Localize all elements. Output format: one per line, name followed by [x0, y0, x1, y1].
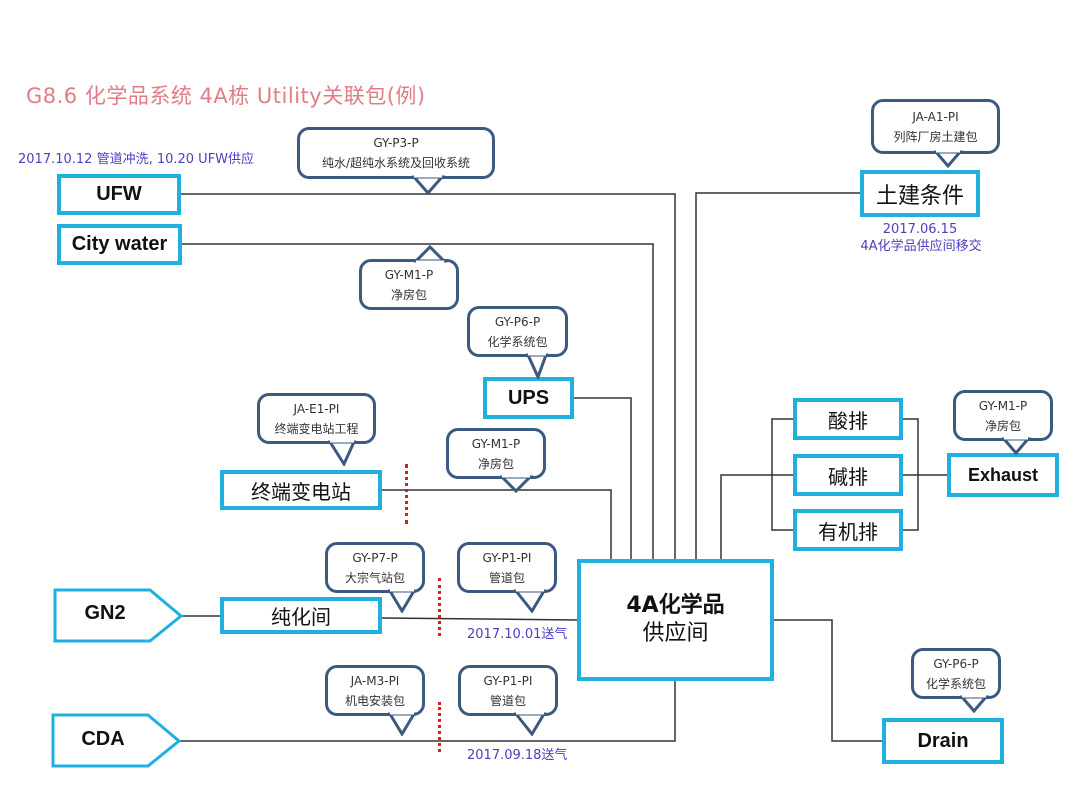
node-4a-chemical-supply-room[interactable]: 4A化学品 供应间: [577, 559, 774, 681]
wire-alkali: [720, 474, 793, 560]
node-civil-conditions[interactable]: 土建条件: [860, 170, 980, 217]
callout-code: GY-P7-P: [352, 550, 398, 565]
boundary-marker-substation: [405, 464, 408, 524]
callout-pointer: [1002, 437, 1032, 455]
callout-gy-m1-p-exhaust: GY-M1-P 净房包: [953, 390, 1053, 441]
wire-substation: [382, 489, 612, 560]
gn2-supply-note: 2017.10.01送气: [467, 627, 568, 642]
node-acid-exhaust[interactable]: 酸排: [793, 398, 903, 440]
boundary-marker-cda: [438, 702, 441, 752]
callout-gy-p6-p-drain: GY-P6-P 化学系统包: [911, 648, 1001, 699]
wire-city-water: [182, 243, 654, 560]
callout-desc: 大宗气站包: [344, 570, 405, 585]
callout-gy-m1-p-top: GY-M1-P 净房包: [359, 259, 459, 310]
wire-civil: [695, 192, 860, 560]
callout-pointer: [388, 712, 417, 736]
node-substation-label: 终端变电站: [251, 479, 351, 504]
node-organic-exhaust-label: 有机排: [818, 519, 878, 544]
node-city-water[interactable]: City water: [57, 224, 182, 265]
callout-desc: 终端变电站工程: [274, 421, 359, 436]
callout-ja-a1-pi: JA-A1-PI 列阵厂房土建包: [871, 99, 1000, 154]
main-node-line1: 4A化学品: [626, 593, 725, 618]
node-organic-exhaust[interactable]: 有机排: [793, 509, 903, 551]
callout-code: GY-P6-P: [933, 656, 979, 671]
callout-desc: 机电安装包: [344, 693, 405, 708]
callout-code: JA-E1-PI: [293, 401, 340, 416]
callout-gy-p1-pi-cda: GY-P1-PI 管道包: [458, 665, 558, 716]
cda-supply-note: 2017.09.18送气: [467, 748, 568, 763]
callout-desc: 净房包: [477, 456, 514, 471]
callout-code: GY-P1-PI: [482, 550, 532, 565]
callout-desc: 净房包: [390, 287, 427, 302]
callout-pointer: [960, 695, 990, 713]
node-drain-label: Drain: [917, 729, 969, 752]
callout-code: GY-P6-P: [494, 314, 541, 329]
node-civil-label: 土建条件: [875, 183, 964, 209]
node-alkali-exhaust[interactable]: 碱排: [793, 454, 903, 496]
node-gn2-label: GN2: [84, 602, 126, 624]
callout-pointer: [514, 589, 547, 613]
callout-code: GY-P3-P: [373, 136, 419, 150]
node-ufw[interactable]: UFW: [57, 174, 181, 215]
callout-code: GY-M1-P: [471, 436, 521, 451]
callout-code: JA-A1-PI: [912, 109, 959, 124]
callout-pointer: [514, 712, 547, 736]
callout-code: GY-M1-P: [978, 398, 1028, 413]
node-cda[interactable]: [51, 713, 186, 769]
callout-gy-p3-p: GY-P3-P 纯水/超纯水系统及回收系统: [297, 127, 495, 179]
node-purification-label: 纯化间: [271, 605, 331, 629]
node-purification-room[interactable]: 纯化间: [220, 597, 382, 634]
callout-desc: 化学系统包: [487, 334, 548, 349]
node-exhaust-label: Exhaust: [967, 464, 1039, 485]
node-acid-exhaust-label: 酸排: [828, 408, 868, 433]
callout-pointer: [328, 440, 357, 466]
callout-pointer: [526, 353, 549, 379]
civil-date-note: 2017.06.15: [882, 222, 958, 237]
callout-gy-m1-p-mid: GY-M1-P 净房包: [446, 428, 546, 479]
boundary-marker-gn2: [438, 578, 441, 636]
callout-desc: 管道包: [489, 693, 526, 708]
node-alkali-exhaust-label: 碱排: [828, 464, 868, 489]
wire-ups: [574, 397, 632, 560]
page-title: G8.6 化学品系统 4A栋 Utility关联包(例): [26, 84, 426, 108]
callout-desc: 列阵厂房土建包: [893, 129, 978, 144]
callout-pointer: [500, 475, 534, 493]
callout-gy-p7-p: GY-P7-P 大宗气站包: [325, 542, 425, 593]
wire-purification: [381, 617, 579, 621]
callout-pointer: [934, 150, 964, 169]
node-gn2[interactable]: [53, 588, 188, 644]
callout-code: GY-M1-P: [384, 267, 434, 282]
wire-drain: [773, 619, 883, 742]
callout-desc: 管道包: [488, 570, 525, 585]
callout-code: JA-M3-PI: [350, 673, 400, 688]
node-ups-label: UPS: [507, 386, 550, 409]
wire-cda: [180, 680, 676, 742]
callout-ja-m3-pi: JA-M3-PI 机电安装包: [325, 665, 425, 716]
node-substation[interactable]: 终端变电站: [220, 470, 382, 510]
node-ups[interactable]: UPS: [483, 377, 574, 419]
callout-pointer: [412, 175, 446, 195]
node-city-water-label: City water: [71, 233, 168, 255]
callout-ja-e1-pi: JA-E1-PI 终端变电站工程: [257, 393, 376, 444]
callout-gy-p6-p-ups: GY-P6-P 化学系统包: [467, 306, 568, 357]
callout-desc: 化学系统包: [925, 676, 986, 691]
node-cda-label: CDA: [81, 728, 125, 750]
node-drain[interactable]: Drain: [882, 718, 1004, 764]
callout-code: GY-P1-PI: [483, 673, 533, 688]
callout-desc: 纯水/超纯水系统及回收系统: [321, 156, 471, 170]
ufw-schedule-note: 2017.10.12 管道冲洗, 10.20 UFW供应: [18, 152, 255, 167]
callout-pointer: [414, 245, 448, 263]
wire-ufw: [180, 193, 676, 560]
callout-gy-p1-pi-gn2: GY-P1-PI 管道包: [457, 542, 557, 593]
civil-handover-note: 4A化学品供应间移交: [860, 239, 982, 254]
node-ufw-label: UFW: [96, 183, 142, 205]
callout-pointer: [388, 589, 417, 613]
node-exhaust[interactable]: Exhaust: [947, 453, 1059, 497]
callout-desc: 净房包: [984, 418, 1021, 433]
main-node-line2: 供应间: [642, 621, 709, 646]
wire-exhaust-left-bus: [771, 418, 793, 531]
